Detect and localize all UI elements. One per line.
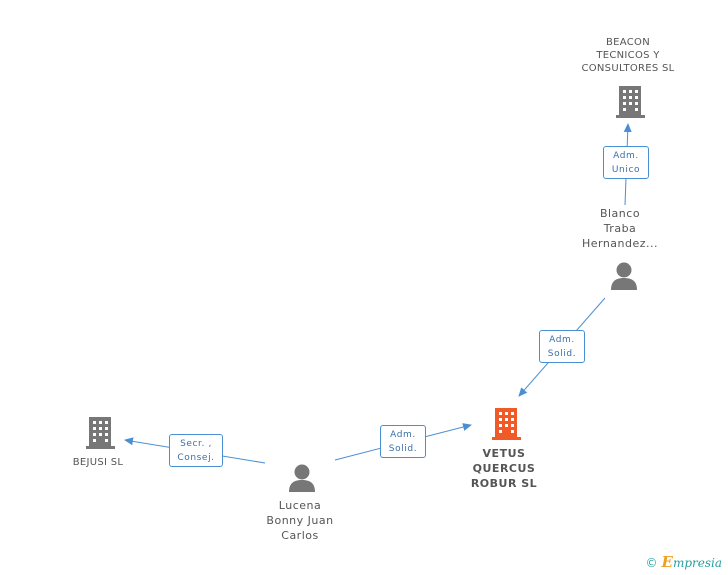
building-icon[interactable] xyxy=(616,86,646,118)
edge-label-line: Adm. xyxy=(613,151,639,161)
copyright-icon: © xyxy=(645,556,658,570)
node-label-line: Hernandez... xyxy=(581,237,659,250)
edge-label-line: Solid. xyxy=(388,444,418,454)
person-icon[interactable] xyxy=(611,262,637,291)
node-label-line: Lucena xyxy=(278,499,322,512)
building-icon-focus[interactable] xyxy=(492,408,521,440)
edge-label-lucena-bejusi[interactable]: Secr. , Consej. xyxy=(169,434,223,467)
brand-logo-text: mpresia xyxy=(672,556,722,570)
person-icon[interactable] xyxy=(289,464,315,493)
node-label-line: Carlos xyxy=(281,529,319,542)
edge-label-line: Unico xyxy=(611,165,641,175)
node-label-line: CONSULTORES SL xyxy=(581,63,675,74)
edge-label-line: Adm. xyxy=(390,430,416,440)
node-label-line: BEACON xyxy=(606,37,650,48)
edge-label-line: Solid. xyxy=(547,349,577,359)
node-label-blanco[interactable]: Blanco Traba Hernandez... xyxy=(570,206,670,251)
edge-label-lucena-vetus[interactable]: Adm. Solid. xyxy=(380,425,426,458)
node-label-line: TECNICOS Y xyxy=(596,50,660,61)
node-label-line: QUERCUS xyxy=(472,462,536,475)
node-label-line: ROBUR SL xyxy=(470,477,538,490)
edge-label-blanco-vetus[interactable]: Adm. Solid. xyxy=(539,330,585,363)
node-label-line: Bonny Juan xyxy=(266,514,334,527)
building-icon[interactable] xyxy=(86,417,115,449)
node-label-line: VETUS xyxy=(482,447,526,460)
edge-label-line: Adm. xyxy=(549,335,575,345)
brand-logo-initial: E xyxy=(661,553,673,571)
brand-footer[interactable]: ©Empresia xyxy=(646,553,723,571)
node-label-vetus[interactable]: VETUS QUERCUS ROBUR SL xyxy=(454,446,554,491)
node-label-beacon[interactable]: BEACON TECNICOS Y CONSULTORES SL xyxy=(568,36,688,75)
node-label-bejusi[interactable]: BEJUSI SL xyxy=(58,456,138,469)
edge-label-line: Consej. xyxy=(177,453,215,463)
node-label-line: Blanco xyxy=(599,207,641,220)
node-label-line: Traba xyxy=(603,222,637,235)
edge-label-line: Secr. , xyxy=(180,439,212,449)
node-label-line: BEJUSI SL xyxy=(72,457,124,468)
edge-label-blanco-beacon[interactable]: Adm. Unico xyxy=(603,146,649,179)
node-label-lucena[interactable]: Lucena Bonny Juan Carlos xyxy=(250,498,350,543)
